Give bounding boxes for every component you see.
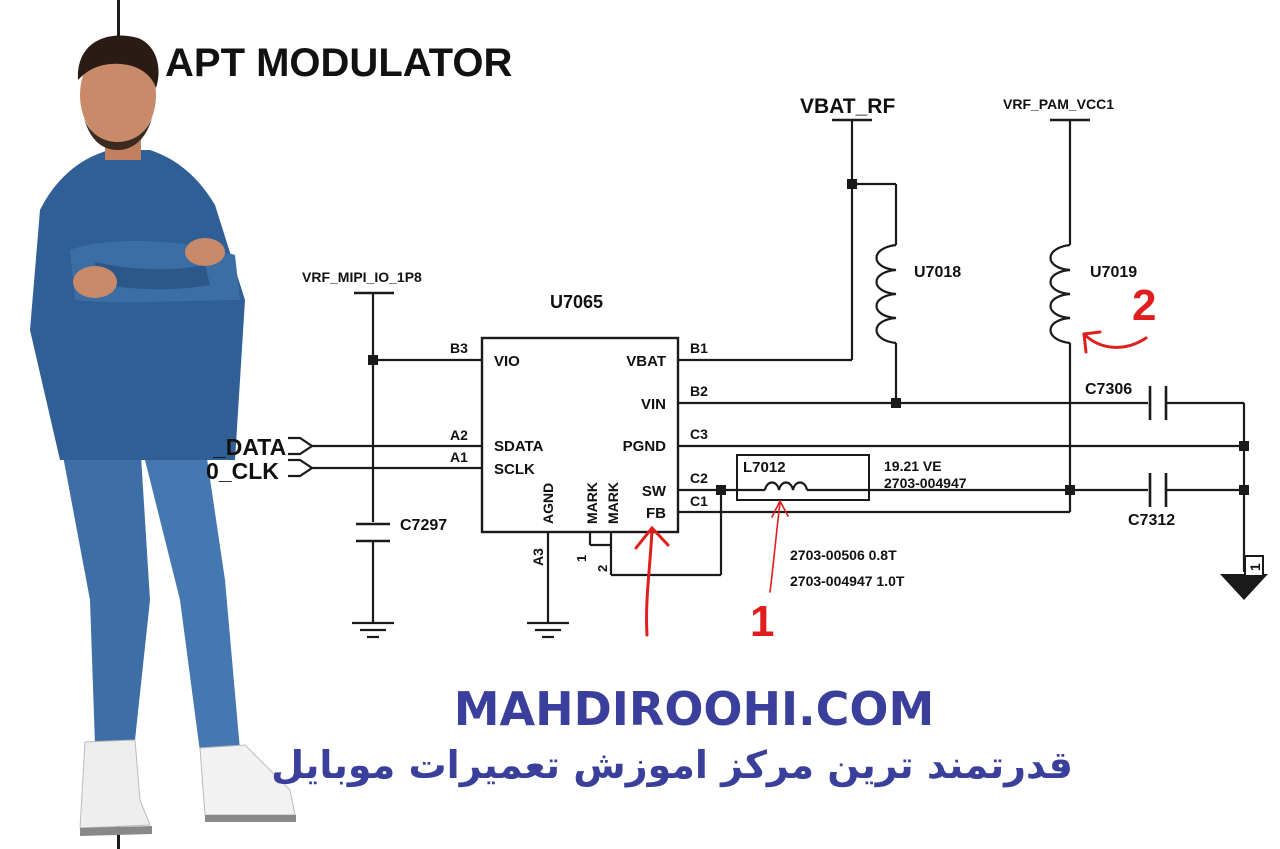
pin-name-agnd: AGND xyxy=(540,483,556,524)
pin-name-vin: VIN xyxy=(641,396,666,413)
ground-label: 1 xyxy=(1247,563,1263,571)
ground-symbol-agnd xyxy=(527,621,569,639)
label-u7018: U7018 xyxy=(914,264,961,281)
red-arrow-l7012 xyxy=(769,499,789,593)
pin-name-mark-1: MARK xyxy=(584,482,600,524)
ball-a3: A3 xyxy=(530,548,546,566)
ball-c1: C1 xyxy=(690,493,708,509)
red-arrow-u7019 xyxy=(1082,330,1148,354)
rail-vbat-rf: VBAT_RF xyxy=(800,95,895,118)
ball-a2: A2 xyxy=(450,427,468,443)
note-line-2: 2703-004947 1.0T xyxy=(790,573,905,589)
label-l7012-part: 2703-004947 xyxy=(884,475,967,491)
diagram-title: APT MODULATOR xyxy=(165,41,512,85)
pin-name-sw: SW xyxy=(642,483,667,500)
schematic-wires xyxy=(288,118,1246,622)
ground-symbol-right xyxy=(1220,555,1268,600)
ball-c3: C3 xyxy=(690,426,708,442)
label-l7012: L7012 xyxy=(743,459,786,476)
chip-ref-label: U7065 xyxy=(550,292,603,312)
signal-clk-label: 0_CLK xyxy=(206,458,279,484)
label-c7306: C7306 xyxy=(1085,381,1132,398)
pin-name-vio: VIO xyxy=(494,353,520,370)
ball-b1: B1 xyxy=(690,340,708,356)
red-arrow-fb xyxy=(634,525,670,637)
label-c7312: C7312 xyxy=(1128,512,1175,529)
ball-c2: C2 xyxy=(690,470,708,486)
note-line-1: 2703-00506 0.8T xyxy=(790,547,897,563)
ball-1: 1 xyxy=(574,555,589,562)
pin-name-sdata: SDATA xyxy=(494,438,544,455)
ball-b3: B3 xyxy=(450,340,468,356)
signal-data-label: _DATA xyxy=(212,434,286,460)
watermark-site: MAHDIROOHI.COM xyxy=(454,682,935,736)
label-l7012-value: 19.21 VE xyxy=(884,458,942,474)
pin-name-vbat: VBAT xyxy=(626,353,666,370)
rail-vrf-pam-vcc1: VRF_PAM_VCC1 xyxy=(1003,96,1114,112)
ball-b2: B2 xyxy=(690,383,708,399)
junction-dots xyxy=(368,179,1249,495)
marker-2: 2 xyxy=(1132,281,1156,330)
label-c7297: C7297 xyxy=(400,517,447,534)
marker-1: 1 xyxy=(750,597,774,646)
chip-u7065-body xyxy=(480,336,680,534)
label-u7019: U7019 xyxy=(1090,264,1137,281)
presenter-photo xyxy=(30,0,296,849)
watermark-tagline: قدرتمند ترین مرکز اموزش تعمیرات موبایل xyxy=(271,743,1073,787)
rail-vrf-mipi: VRF_MIPI_IO_1P8 xyxy=(302,269,422,285)
pin-name-mark-2: MARK xyxy=(605,482,621,524)
ground-symbol-c7297 xyxy=(352,621,394,639)
ball-2: 2 xyxy=(595,565,610,572)
pin-name-pgnd: PGND xyxy=(623,438,667,455)
pin-name-fb: FB xyxy=(646,505,666,522)
ball-a1: A1 xyxy=(450,449,468,465)
pin-name-sclk: SCLK xyxy=(494,461,535,478)
